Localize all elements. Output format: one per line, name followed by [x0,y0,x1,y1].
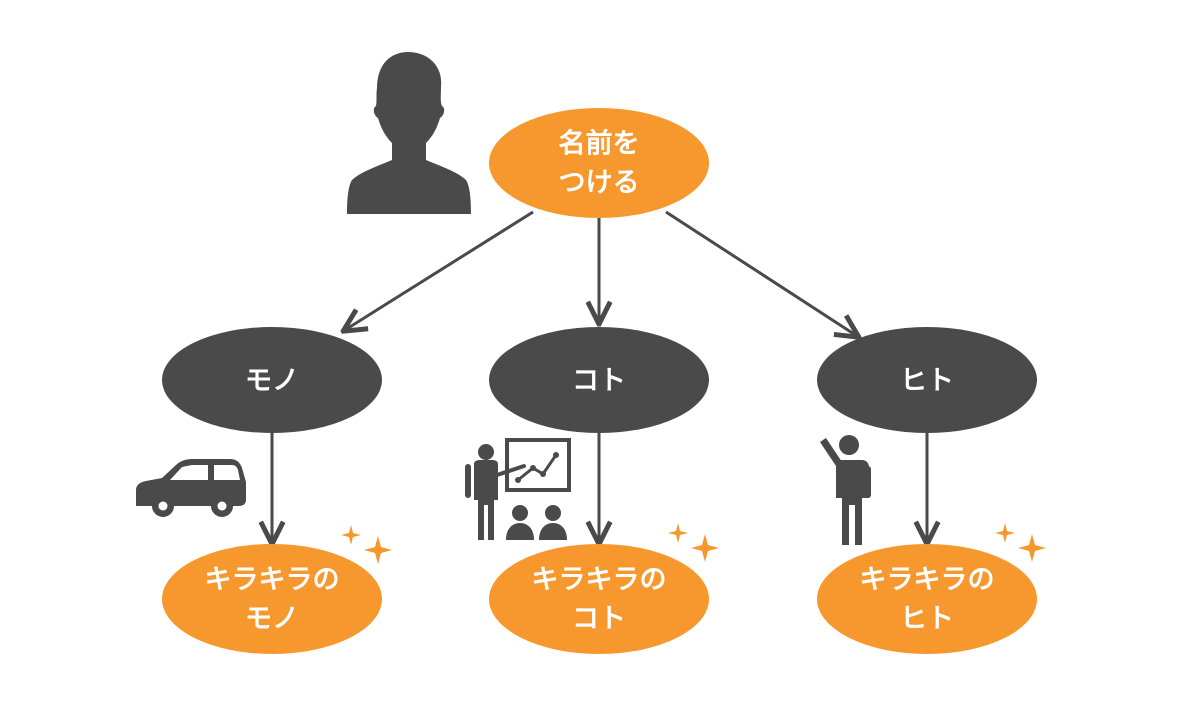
person-raising-hand-icon [820,435,871,545]
sparkle-icon-hito [995,523,1046,562]
person-silhouette-icon [347,52,471,214]
sparkle-icon-koto [668,523,719,562]
root-node-line2: つける [559,168,640,199]
result-hito-line1: キラキラの [860,565,995,596]
category-label-koto: コト [572,366,626,397]
arrow-root-to-hito [665,210,857,336]
result-node-mono-shape [162,544,382,654]
result-node-koto: キラキラの コト [489,544,709,654]
result-koto-line2: コト [572,604,626,635]
presentation-icon [465,438,571,540]
category-node-mono-shape [162,327,382,433]
category-node-hito-shape [817,327,1037,433]
car-icon [136,459,246,517]
sparkle-icon-mono [341,525,392,564]
result-koto-line1: キラキラの [532,565,667,596]
result-mono-line1: キラキラの [205,565,340,596]
result-node-hito: キラキラの ヒト [817,544,1037,654]
root-node: 名前を つける [489,108,709,218]
category-node-mono: モノ [162,327,382,433]
category-label-mono: モノ [245,366,299,397]
category-node-hito: ヒト [817,327,1037,433]
result-hito-line2: ヒト [900,604,954,635]
category-node-koto: コト [489,327,709,433]
root-node-shape [489,108,709,218]
arrow-root-to-mono [345,210,534,330]
category-label-hito: ヒト [900,366,954,397]
category-node-koto-shape [489,327,709,433]
arrows [272,210,927,542]
result-node-mono: キラキラの モノ [162,544,382,654]
result-node-koto-shape [489,544,709,654]
result-node-hito-shape [817,544,1037,654]
root-node-line1: 名前を [559,128,640,160]
result-mono-line2: モノ [245,604,299,635]
